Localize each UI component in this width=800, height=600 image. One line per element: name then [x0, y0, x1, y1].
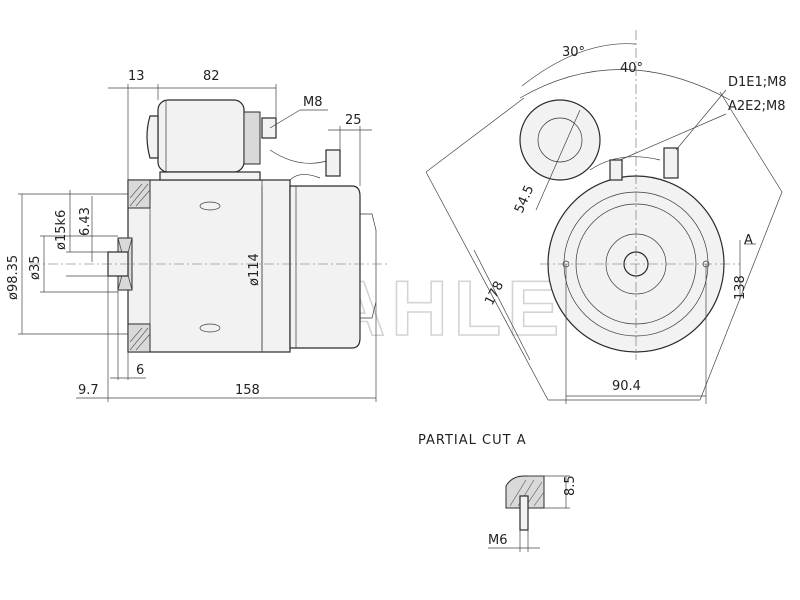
dim-6-43: 6.43	[78, 207, 93, 236]
dim-54-5: 54.5	[512, 183, 537, 216]
m6-stud	[519, 495, 529, 531]
side-view: 13 82 M8 25 ø98.35 ø35 ø15k6 6.43 ø114	[6, 69, 390, 402]
dim-m8: M8	[303, 95, 323, 110]
flange-bottom-hatch	[127, 323, 151, 353]
solenoid-mount	[159, 171, 261, 181]
end-cap-terminal	[325, 149, 341, 177]
label-d1e1-m8: D1E1;M8	[728, 75, 787, 90]
angle-30: 30°	[562, 45, 585, 60]
dim-82: 82	[203, 69, 220, 84]
dim-phi-35: ø35	[28, 256, 43, 281]
cut-body	[505, 475, 545, 509]
partial-cut-a: PARTIAL CUT A 8.5 M6	[418, 433, 578, 552]
solenoid-end-view	[519, 99, 601, 181]
terminal-d1e1	[663, 147, 679, 179]
front-view: 30° 40° D1E1;M8 A2E2;M8 54.5 178 138 A 9…	[425, 30, 787, 404]
angle-40: 40°	[620, 61, 643, 76]
motor-housing	[127, 179, 291, 353]
dim-6: 6	[136, 363, 144, 378]
partial-cut-title: PARTIAL CUT A	[418, 433, 527, 448]
dim-phi-114: ø114	[247, 253, 262, 286]
dim-13: 13	[128, 69, 145, 84]
end-cap	[289, 185, 361, 349]
terminal-a2e2	[609, 159, 623, 181]
dim-158: 158	[235, 383, 260, 398]
section-a: A	[744, 233, 753, 248]
dim-9-7: 9.7	[78, 383, 99, 398]
m8-terminal	[261, 117, 277, 139]
dim-phi-98-35: ø98.35	[6, 255, 21, 300]
dim-138: 138	[733, 275, 748, 300]
end-cap-boss	[360, 213, 377, 319]
solenoid-cap	[146, 115, 159, 159]
dim-25: 25	[345, 113, 362, 128]
solenoid-terminal-block	[243, 111, 261, 165]
dim-phi-15k6: ø15k6	[54, 210, 69, 250]
dim-m6: M6	[488, 533, 508, 548]
dim-8-5: 8.5	[563, 475, 578, 496]
solenoid-body	[157, 99, 245, 173]
dim-90-4: 90.4	[612, 379, 641, 394]
label-a2e2-m8: A2E2;M8	[728, 99, 786, 114]
